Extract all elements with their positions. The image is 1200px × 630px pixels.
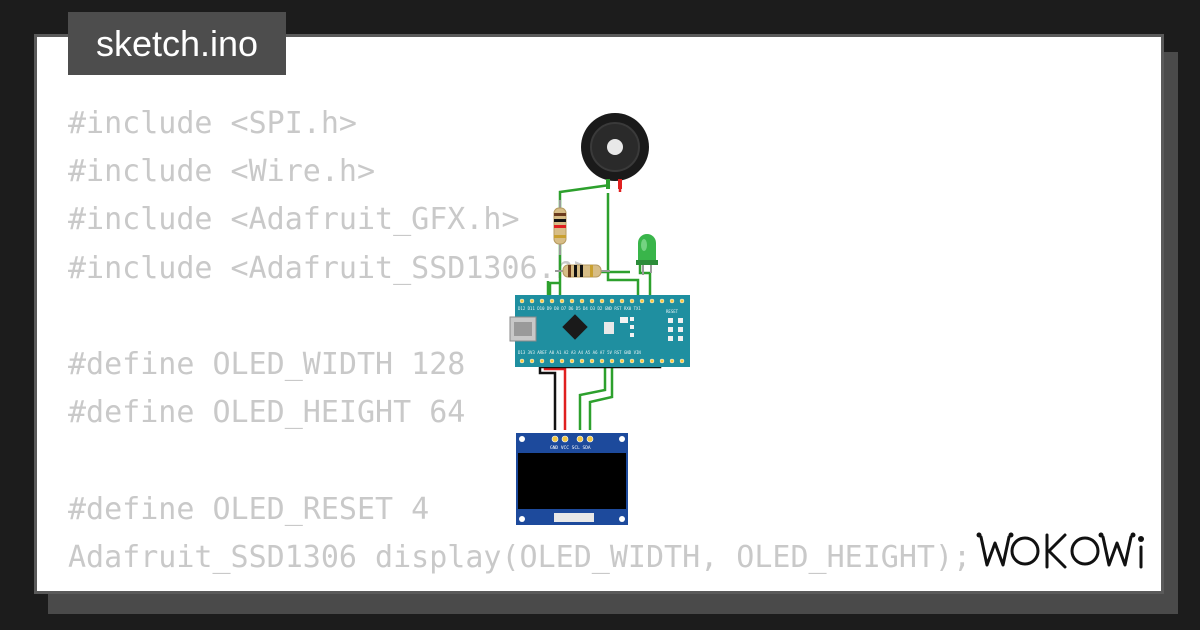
wokwi-logo	[976, 532, 1144, 569]
code-line: #define OLED_HEIGHT 64	[68, 395, 466, 431]
file-tab[interactable]: sketch.ino	[68, 12, 286, 75]
resistor[interactable]	[555, 264, 610, 278]
arduino-nano[interactable]: D12 D11 D10 D9 D8 D7 D6 D5 D4 D3 D2 GND …	[509, 295, 690, 367]
code-line: #define OLED_RESET 4	[68, 491, 430, 527]
file-tab-label: sketch.ino	[95, 22, 259, 64]
code-line: #define OLED_WIDTH 128	[68, 346, 466, 382]
circuit-diagram: D12 D11 D10 D9 D8 D7 D6 D5 D4 D3 D2 GND …	[509, 113, 690, 525]
nano-top-pins: D12 D11 D10 D9 D8 D7 D6 D5 D4 D3 D2 GND …	[518, 306, 641, 311]
code-line: #include <SPI.h>	[68, 106, 357, 141]
buzzer[interactable]	[581, 113, 649, 189]
green-led[interactable]	[636, 234, 658, 275]
code-line: #include <Adafruit_GFX.h>	[68, 202, 520, 238]
resistor[interactable]	[553, 200, 567, 255]
code-preview: #include <SPI.h> #include <Wire.h> #includ…	[68, 100, 971, 582]
nano-bottom-pins: D13 3V3 AREF A0 A1 A2 A3 A4 A5 A6 A7 5V …	[518, 350, 641, 355]
oled-display[interactable]: GND VCC SCL SDA	[516, 433, 628, 525]
code-line: Adafruit_SSD1306 display(OLED_WIDTH, OLE…	[68, 539, 972, 575]
oled-pin-labels: GND VCC SCL SDA	[550, 445, 591, 451]
icsp-label: RESET	[666, 309, 679, 314]
code-line: #include <Wire.h>	[68, 154, 376, 190]
code-line: #include <Adafruit_SSD1306.h>	[68, 250, 592, 286]
